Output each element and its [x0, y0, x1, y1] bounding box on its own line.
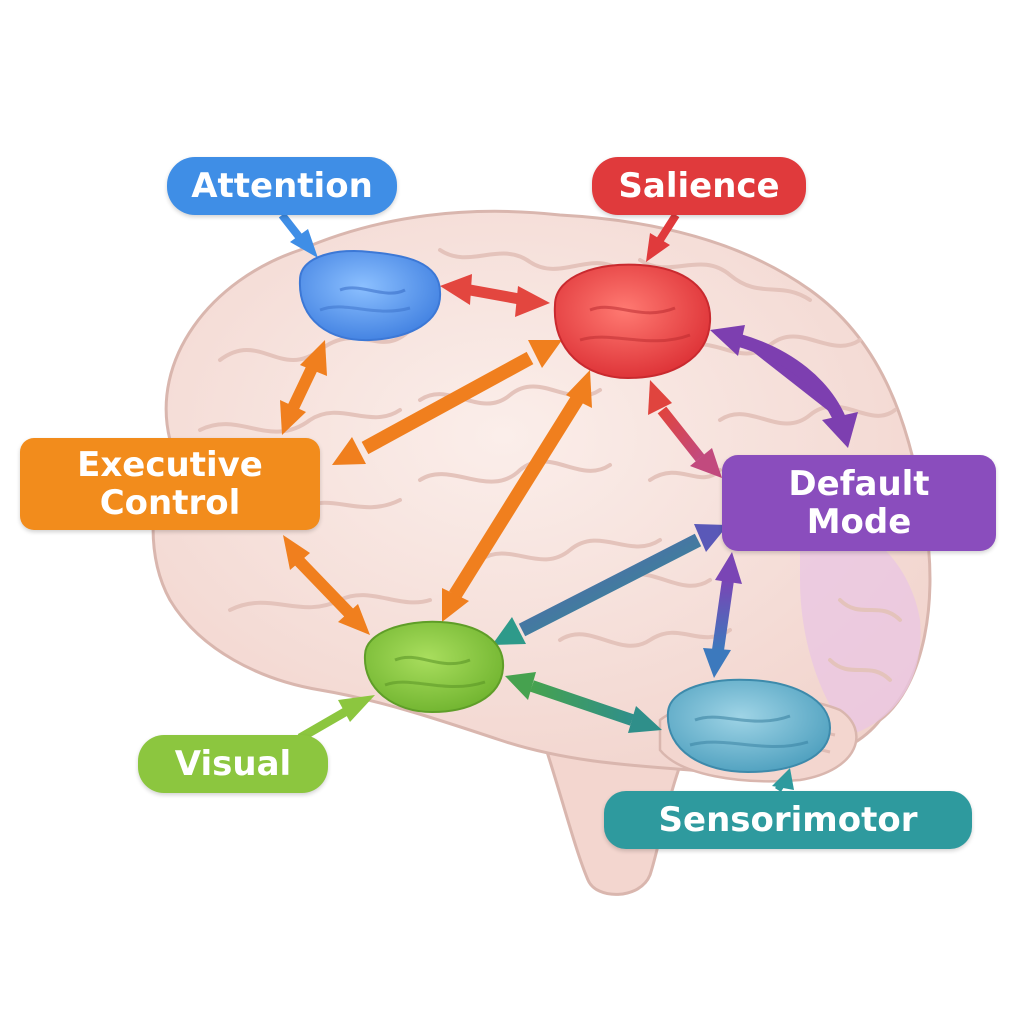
label-visual: Visual	[138, 735, 328, 793]
label-sensorimotor: Sensorimotor	[604, 791, 972, 849]
arrow-default-sensorimotor	[703, 552, 742, 678]
arrow-attention-salience	[440, 274, 550, 317]
arrow-label-attention	[278, 212, 318, 258]
connection-arrows	[278, 212, 858, 792]
label-executive-control: Executive Control	[20, 438, 320, 530]
arrow-salience-default-outer	[710, 325, 858, 448]
label-salience: Salience	[592, 157, 806, 215]
arrow-salience-visual	[442, 370, 592, 622]
arrow-salience-executive	[332, 340, 562, 465]
label-default-mode: Default Mode	[722, 455, 996, 551]
arrow-salience-default	[648, 380, 722, 478]
arrow-label-salience	[646, 212, 680, 262]
region-attention	[298, 249, 442, 342]
network-regions	[298, 249, 832, 774]
arrow-attention-executive	[280, 340, 327, 435]
region-visual	[363, 620, 505, 714]
region-salience	[553, 263, 712, 380]
arrow-executive-visual	[283, 535, 370, 635]
arrow-visual-sensorimotor	[505, 672, 662, 733]
label-attention: Attention	[167, 157, 397, 215]
arrow-label-visual	[297, 695, 375, 742]
region-sensorimotor	[666, 678, 832, 774]
arrow-label-sensorimotor	[772, 768, 794, 792]
arrow-default-visual	[492, 524, 728, 645]
